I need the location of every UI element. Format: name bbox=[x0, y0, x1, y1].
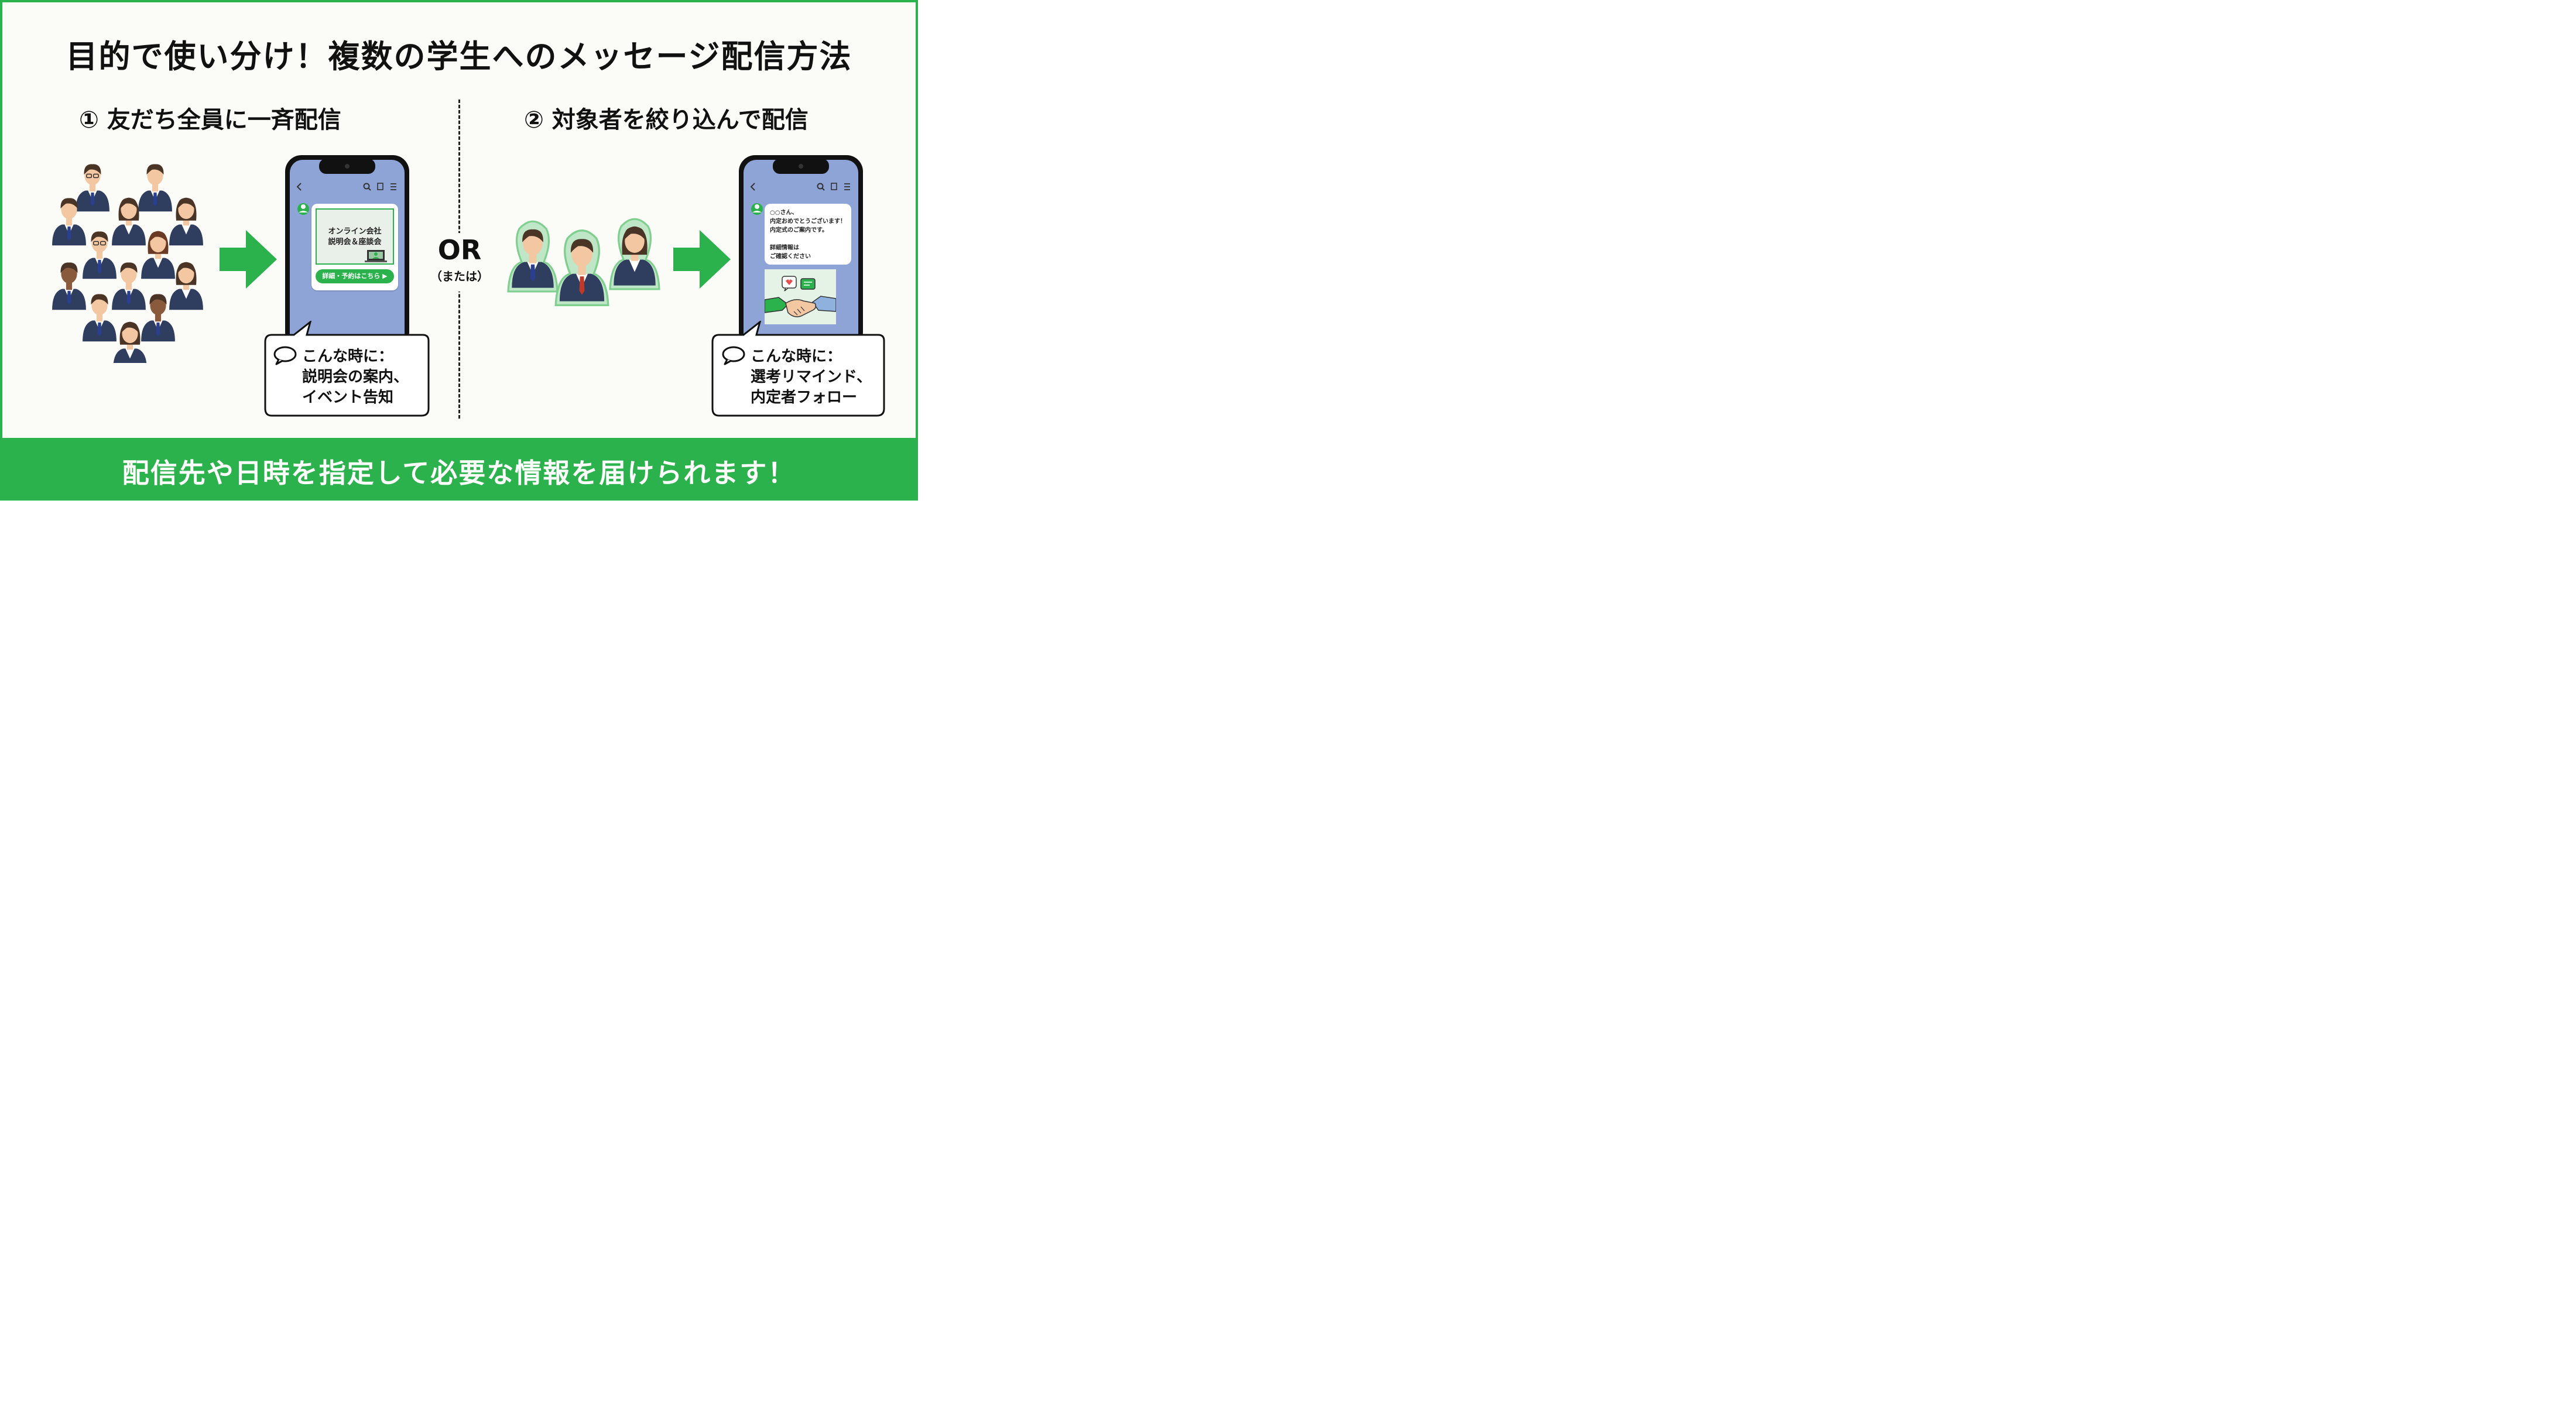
message-line3: 内定式のご案内です。 bbox=[770, 227, 828, 234]
menu-icon[interactable] bbox=[390, 183, 396, 190]
handshake-image bbox=[765, 269, 836, 324]
student-figure bbox=[138, 164, 172, 212]
usecase-line2-2: 内定者フォロー bbox=[751, 389, 858, 406]
laptop-icon bbox=[365, 250, 387, 262]
student-figure bbox=[507, 220, 559, 293]
student-figure bbox=[76, 164, 109, 212]
message-line2: 内定おめでとうございます！ bbox=[770, 218, 846, 225]
student-figure bbox=[52, 262, 86, 310]
targeted-students-illustration bbox=[507, 218, 660, 307]
handshake-icon bbox=[765, 296, 836, 317]
or-sub-label: （または） bbox=[430, 269, 489, 283]
card-title-line1: オンライン会社 bbox=[328, 227, 382, 236]
menu-icon[interactable] bbox=[844, 183, 850, 190]
card-image: オンライン会社 説明会＆座談会 bbox=[316, 208, 394, 265]
page-title: 目的で使い分け！複数の学生へのメッセージ配信方法 bbox=[66, 38, 852, 75]
card-title-line2: 説明会＆座談会 bbox=[328, 238, 382, 246]
student-figure bbox=[609, 218, 660, 290]
student-figure bbox=[169, 262, 203, 310]
usecase-line2-1: イベント告知 bbox=[302, 389, 394, 406]
message-line1: ○○さん、 bbox=[770, 210, 798, 216]
notes-icon[interactable] bbox=[377, 183, 383, 190]
message-line4: 詳細情報は bbox=[770, 245, 799, 251]
section1-heading: ① 友だち全員に一斉配信 bbox=[79, 107, 341, 133]
arrow-right-icon bbox=[220, 230, 277, 289]
avatar bbox=[297, 203, 309, 215]
footer-banner: 配信先や日時を指定して必要な情報を届けられます！ bbox=[0, 438, 918, 501]
student-figure bbox=[83, 231, 117, 279]
student-crowd-illustration bbox=[52, 164, 203, 363]
usecase-callout-2 bbox=[711, 321, 885, 417]
heart-icon bbox=[782, 276, 797, 292]
student-figure bbox=[141, 231, 175, 279]
chevron-left-icon[interactable] bbox=[750, 183, 755, 191]
usecase-line1-1: 説明会の案内、 bbox=[302, 368, 409, 386]
student-figure bbox=[52, 198, 86, 246]
notes-icon[interactable] bbox=[831, 183, 837, 190]
broadcast-card[interactable]: オンライン会社 説明会＆座談会 詳細・予約はこちら ▶ bbox=[311, 204, 398, 290]
usecase-label-1: こんな時に： bbox=[302, 348, 394, 365]
student-figure bbox=[554, 229, 609, 307]
message-bubble: ○○さん、 内定おめでとうございます！ 内定式のご案内です。 詳細情報は ご確認… bbox=[765, 204, 851, 265]
usecase-line1-2: 選考リマインド、 bbox=[751, 368, 872, 386]
student-figure bbox=[83, 294, 117, 342]
section2-heading: ② 対象者を絞り込んで配信 bbox=[524, 107, 809, 133]
or-separator: OR （または） bbox=[423, 233, 496, 292]
student-figure bbox=[169, 197, 203, 246]
chevron-left-icon[interactable] bbox=[296, 183, 302, 191]
speech-bubble-icon bbox=[722, 346, 745, 365]
search-icon[interactable] bbox=[363, 183, 371, 191]
usecase-label-2: こんな時に： bbox=[751, 348, 842, 365]
student-figure bbox=[112, 197, 146, 246]
message-line5: ご確認ください bbox=[770, 253, 811, 260]
usecase-callout-1 bbox=[264, 321, 430, 417]
footer-text: 配信先や日時を指定して必要な情報を届けられます！ bbox=[122, 457, 796, 489]
chat-icon bbox=[800, 278, 816, 290]
student-figure bbox=[112, 262, 146, 310]
student-figure bbox=[141, 294, 175, 342]
card-button[interactable]: 詳細・予約はこちら ▶ bbox=[316, 269, 394, 283]
or-label: OR bbox=[437, 234, 482, 266]
arrow-right-icon bbox=[673, 230, 731, 289]
avatar bbox=[751, 203, 763, 215]
speech-bubble-icon bbox=[273, 346, 297, 365]
student-figure bbox=[113, 321, 147, 363]
search-icon[interactable] bbox=[817, 183, 825, 191]
